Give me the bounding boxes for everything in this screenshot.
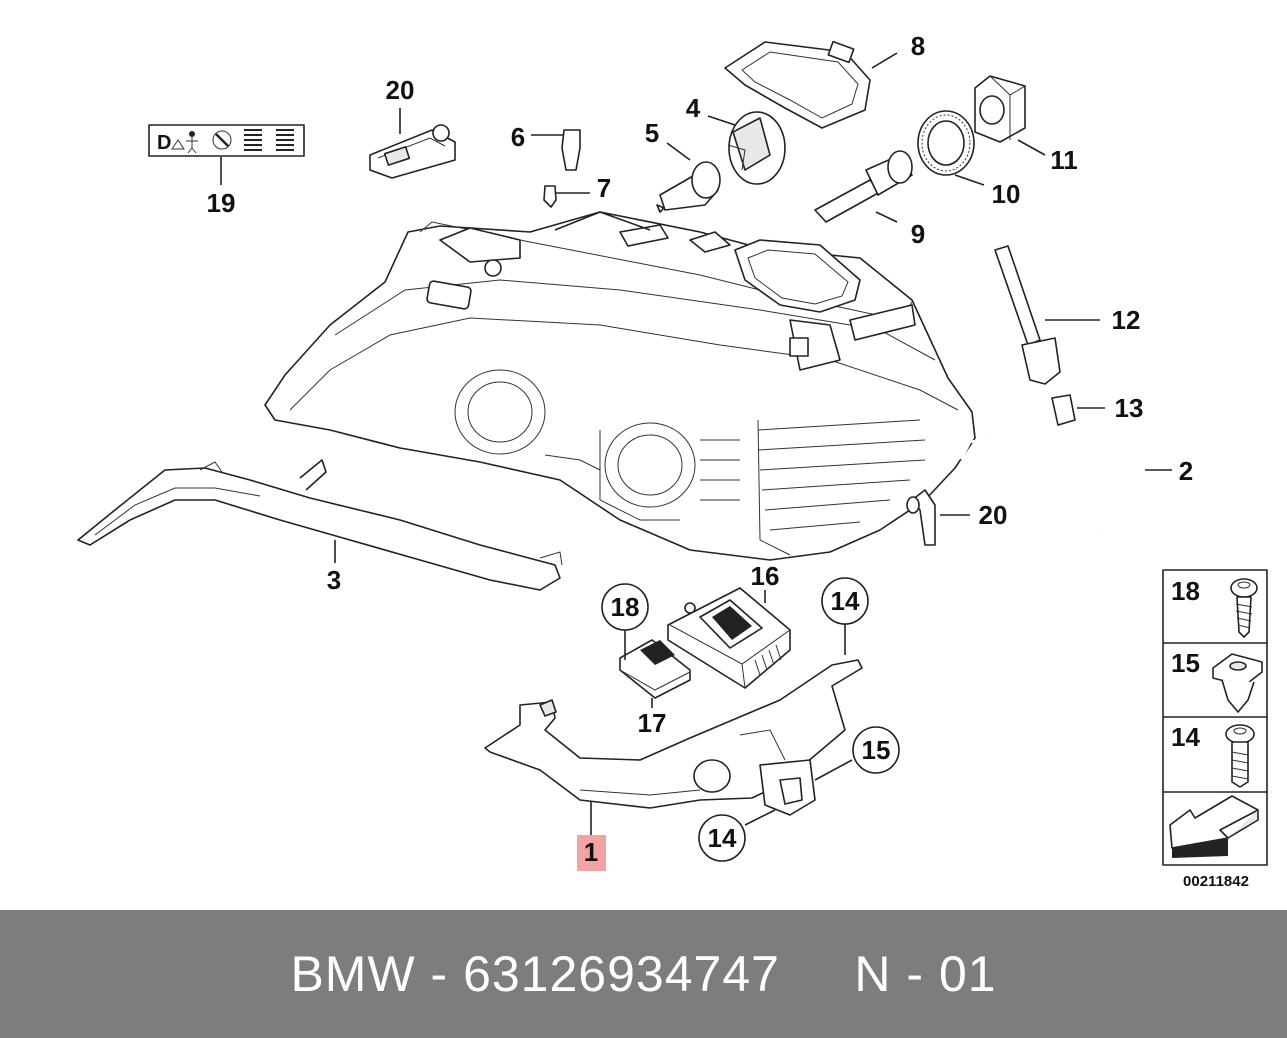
part-5-h7-bulb bbox=[656, 142, 721, 213]
label-10: 10 bbox=[992, 179, 1021, 209]
label-2: 2 bbox=[1179, 456, 1193, 486]
label-20-right: 20 bbox=[979, 500, 1008, 530]
label-16: 16 bbox=[751, 561, 780, 591]
callout-circles bbox=[601, 577, 900, 862]
label-6: 6 bbox=[511, 122, 525, 152]
part-16-ballast bbox=[667, 587, 791, 689]
part-9-xenon-bulb bbox=[814, 150, 913, 223]
part-number-caption: BMW - 63126934747 N - 01 bbox=[290, 946, 997, 1002]
diagram-number: 00211842 bbox=[1183, 873, 1249, 890]
highlighted-part-badge bbox=[577, 835, 606, 871]
label-1: 1 bbox=[584, 837, 598, 867]
label-7: 7 bbox=[597, 173, 611, 203]
headlight-parts-diagram: D bbox=[77, 31, 1268, 890]
callout-labels: 1 2 3 4 5 6 7 8 9 10 11 12 13 14 14 15 1… bbox=[207, 31, 1194, 867]
part-12-adjuster bbox=[994, 245, 1100, 385]
label-11: 11 bbox=[1050, 145, 1078, 175]
part-4-cover-cap bbox=[707, 111, 786, 185]
clip-nut-icon bbox=[1212, 653, 1263, 713]
label-13: 13 bbox=[1115, 393, 1144, 423]
label-19: 19 bbox=[207, 188, 236, 218]
label-4: 4 bbox=[686, 93, 701, 123]
bolt-icon bbox=[1225, 724, 1255, 788]
part-3-sealing-strip bbox=[77, 459, 563, 591]
label-14-top: 14 bbox=[831, 586, 860, 616]
part-17-igniter bbox=[619, 639, 691, 708]
legend-label-15: 15 bbox=[1171, 648, 1200, 678]
part-19-warning-sticker: D bbox=[148, 124, 305, 185]
part-7-bulb-small bbox=[543, 185, 590, 208]
part-2-seal-line bbox=[959, 436, 1172, 529]
label-20-top: 20 bbox=[386, 75, 415, 105]
part-1-bracket bbox=[484, 624, 863, 835]
legend-label-18: 18 bbox=[1171, 576, 1200, 606]
label-5: 5 bbox=[645, 118, 659, 148]
part-6-bulb bbox=[531, 129, 581, 171]
label-18: 18 bbox=[611, 592, 640, 622]
label-8: 8 bbox=[911, 31, 925, 61]
label-15: 15 bbox=[862, 735, 891, 765]
bulb-icon bbox=[561, 129, 581, 171]
part-10-retaining-ring bbox=[917, 110, 985, 186]
warning-sticker-letter: D bbox=[157, 132, 171, 154]
label-3: 3 bbox=[327, 565, 341, 595]
part-11-socket bbox=[974, 75, 1046, 156]
footer-bar: BMW - 63126934747 N - 01 bbox=[0, 910, 1287, 1038]
part-20-clip-top bbox=[369, 108, 456, 179]
headlight-housing bbox=[264, 211, 976, 561]
fastener-legend: 18 15 14 bbox=[1162, 569, 1268, 866]
legend-label-14: 14 bbox=[1171, 722, 1200, 752]
part-13-small-bulb bbox=[1051, 394, 1105, 426]
label-17: 17 bbox=[638, 708, 667, 738]
part-8-cover bbox=[724, 40, 898, 129]
arrow-icon bbox=[1169, 795, 1259, 858]
label-14-bottom: 14 bbox=[708, 823, 737, 853]
screw-icon bbox=[1230, 578, 1258, 638]
label-12: 12 bbox=[1112, 305, 1141, 335]
part-20-grommet bbox=[906, 489, 970, 546]
label-9: 9 bbox=[911, 219, 925, 249]
